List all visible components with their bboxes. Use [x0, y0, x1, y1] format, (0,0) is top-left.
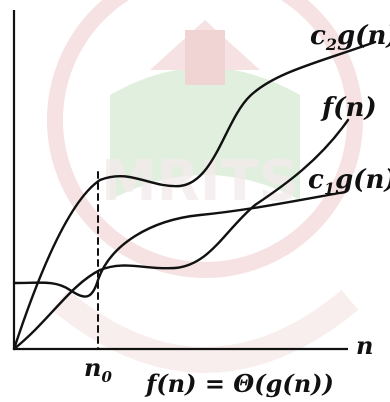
f-n-label: f(n) [320, 93, 377, 123]
upper-bound-curve [12, 40, 377, 351]
f-n-curve [12, 118, 350, 351]
labels: c2g(n) f(n) c1g(n) n n0 f(n) = Θ(g(n)) [84, 21, 390, 398]
watermark-text: MRITS [101, 149, 299, 214]
x-axis-label: n [356, 331, 373, 360]
threshold-label: n0 [84, 353, 112, 386]
axes [12, 10, 348, 351]
lower-bound-label: c1g(n) [308, 165, 390, 198]
upper-bound-label: c2g(n) [310, 21, 390, 54]
caption: f(n) = Θ(g(n)) [144, 369, 334, 398]
lower-bound-curve [12, 190, 347, 298]
curves [12, 40, 377, 351]
